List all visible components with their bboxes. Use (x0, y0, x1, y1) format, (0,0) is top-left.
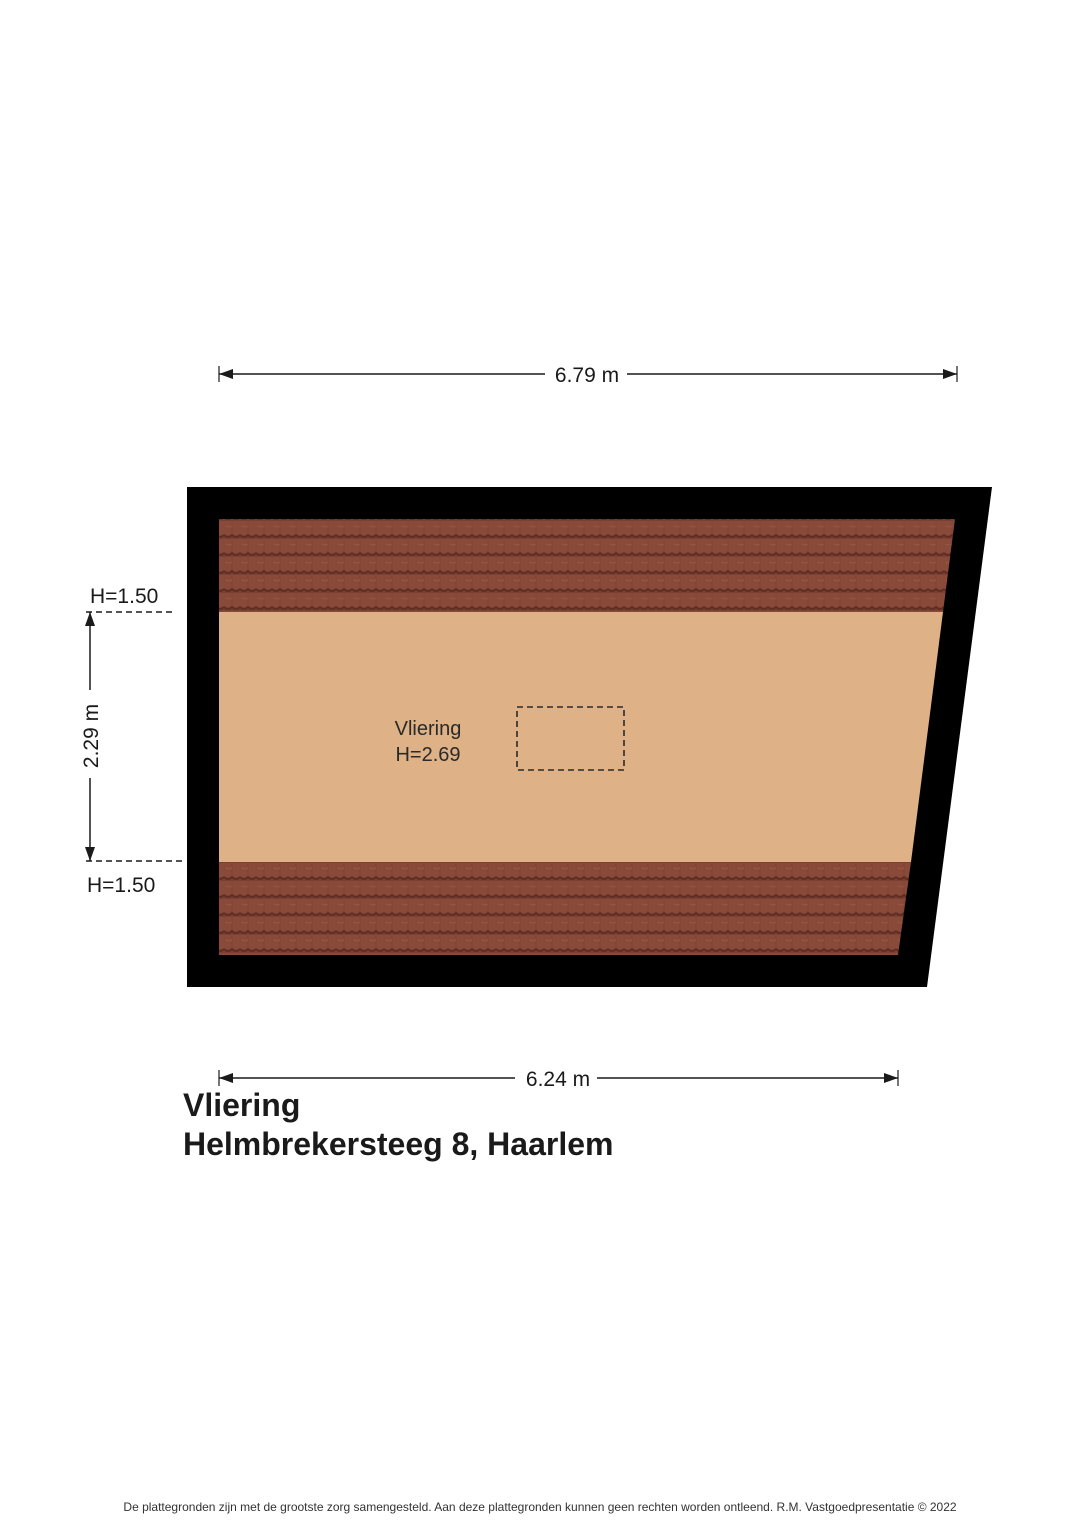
footer-disclaimer: De plattegronden zijn met de grootste zo… (123, 1500, 957, 1514)
floor-title: Vliering (183, 1087, 301, 1123)
left-height-label: 2.29 m (80, 704, 103, 768)
top-dimension: 6.79 m (218, 364, 958, 387)
bottom-width-label: 6.24 m (526, 1068, 590, 1091)
roof-tiles-lower (219, 862, 911, 955)
bottom-dimension: 6.24 m (218, 1068, 899, 1091)
floor-area (219, 612, 943, 862)
room-name: Vliering (395, 718, 462, 740)
title-block: Vliering Helmbrekersteeg 8, Haarlem (183, 1086, 613, 1164)
top-width-label: 6.79 m (555, 364, 619, 387)
height-upper-label: H=1.50 (90, 585, 158, 608)
room-height: H=2.69 (395, 744, 460, 766)
roof-hatch (516, 706, 625, 771)
roof-tiles-upper (219, 519, 955, 612)
left-dimension: 2.29 m H=1.50 H=1.50 (80, 585, 183, 897)
height-lower-label: H=1.50 (87, 874, 155, 897)
address-title: Helmbrekersteeg 8, Haarlem (183, 1126, 614, 1162)
